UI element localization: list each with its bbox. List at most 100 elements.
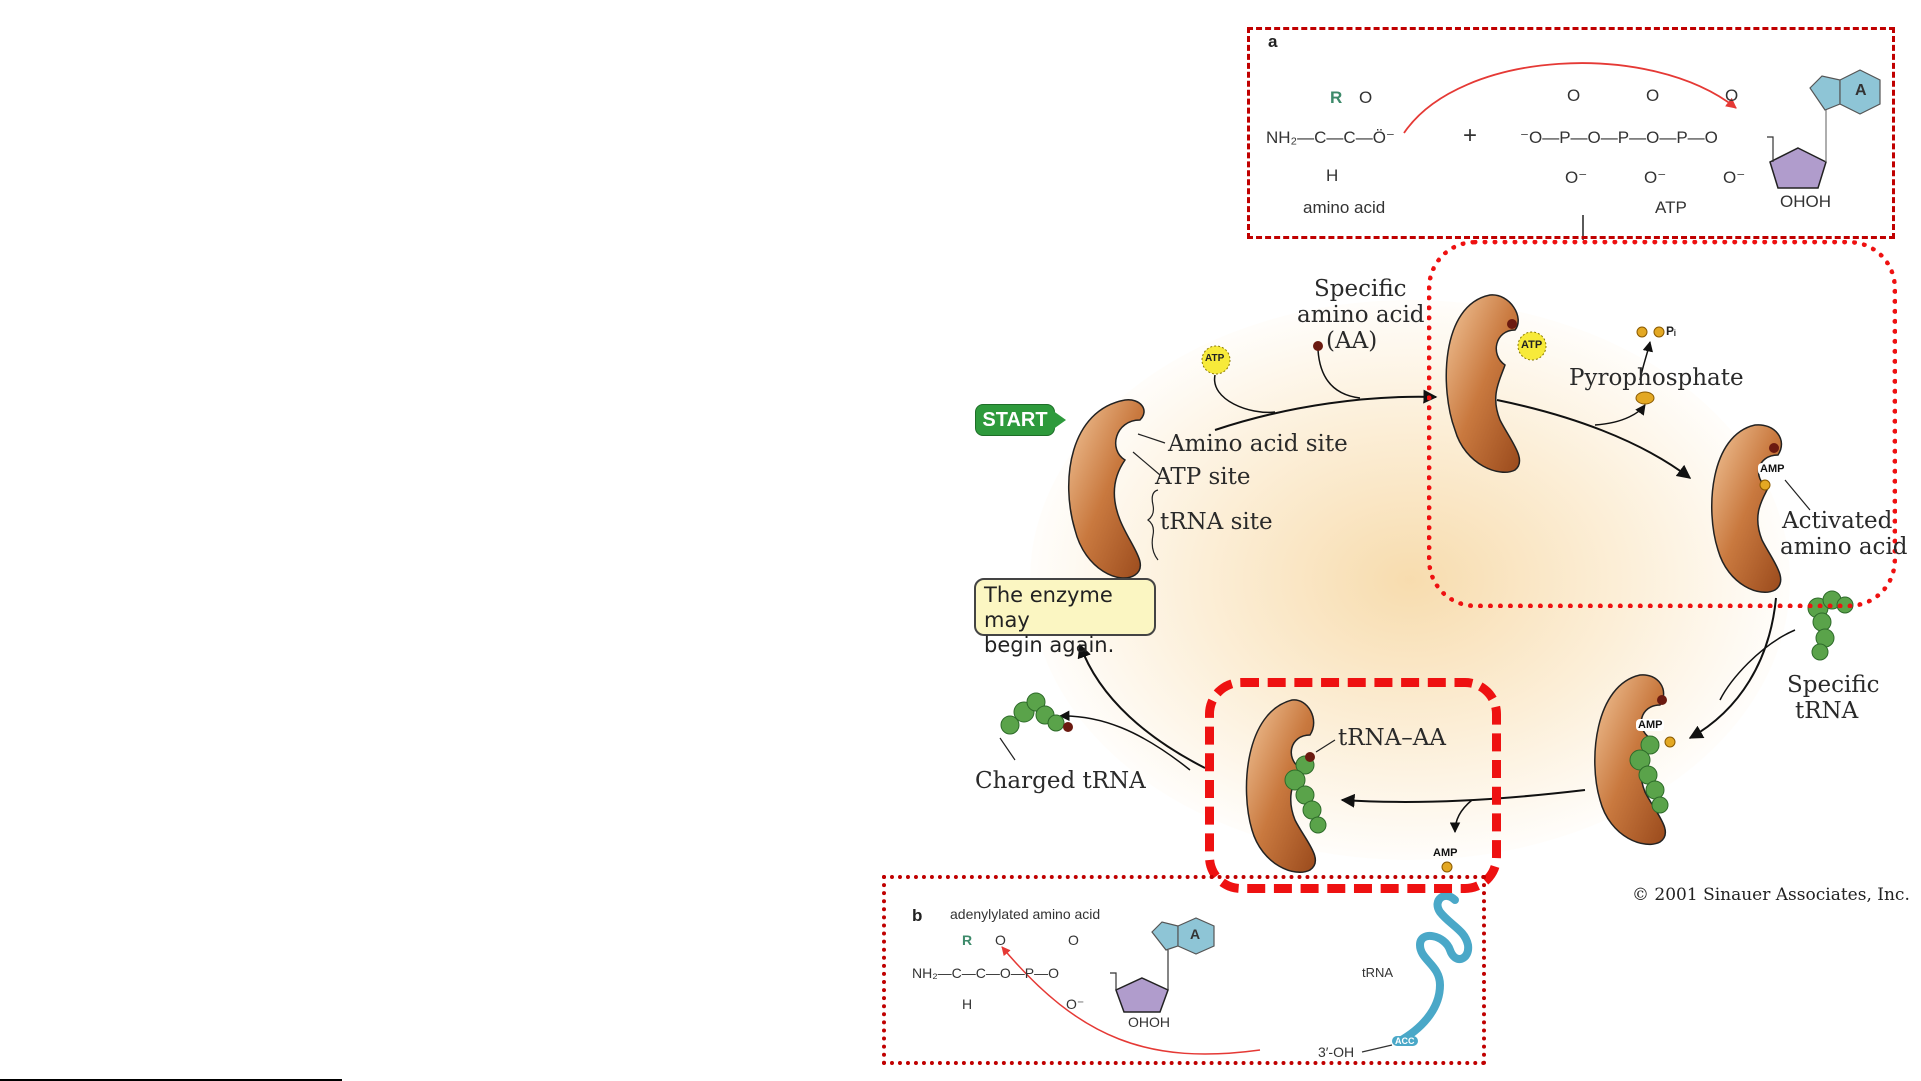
- start-arrow-icon: [1052, 410, 1066, 430]
- aa-dot-input: [1313, 341, 1323, 351]
- bound-atp-badge: ATP: [1521, 339, 1543, 351]
- panel-b-letter: b: [912, 906, 923, 925]
- panel-b-o-minus: O⁻: [1066, 996, 1085, 1012]
- arrow-transfer: [1340, 789, 1586, 808]
- copyright: © 2001 Sinauer Associates, Inc.: [1632, 885, 1910, 905]
- panel-b-highlight: [882, 875, 1486, 1065]
- panel-a-carbonyl-o: O: [1359, 88, 1373, 107]
- activated-label-2: amino acid: [1780, 534, 1908, 560]
- panel-b-attack-arrow: [1001, 946, 1261, 1055]
- panel-a-h: H: [1326, 166, 1339, 185]
- restart-note-line2: begin again.: [984, 633, 1115, 657]
- panel-b-sugar-oh: OHOH: [1128, 1014, 1170, 1030]
- aa-dot-charged: [1063, 722, 1073, 732]
- charged-trna: [1000, 692, 1065, 735]
- panel-a-amino-acid-caption: amino acid: [1303, 198, 1386, 217]
- pi-label: Pᵢ: [1666, 324, 1676, 338]
- panel-b-o-top-1: O: [995, 932, 1006, 948]
- arrow-start-to-binding: [1214, 389, 1438, 431]
- panel-a-atp-o-top-1: O: [1567, 86, 1581, 105]
- specific-trna-label-1: Specific: [1787, 672, 1880, 698]
- panel-a-adenine-label: A: [1855, 82, 1867, 99]
- panel-a-plus: +: [1463, 122, 1478, 149]
- panel-a-atp-o-top-2: O: [1646, 86, 1660, 105]
- trna-site-label: tRNA site: [1160, 509, 1273, 535]
- enzyme-trna-aa: [1245, 699, 1317, 874]
- panel-a-attack-arrow: [1403, 62, 1737, 134]
- aa-dot-trna-bound: [1657, 695, 1667, 705]
- arrow-charged-out: [1058, 710, 1191, 771]
- pyrophosphate-label: Pyrophosphate: [1569, 365, 1744, 391]
- amp-badge: AMP: [1758, 463, 1787, 475]
- atp-badge: ATP: [1205, 353, 1225, 364]
- amp-phosphate-dot: [1759, 479, 1771, 491]
- adenine-six-ring: [1177, 917, 1215, 955]
- enzyme-activated: [1711, 424, 1783, 594]
- amp-badge-2: AMP: [1636, 719, 1665, 731]
- transfer-step-highlight: [1205, 678, 1501, 893]
- amino-acid-site-label: Amino acid site: [1168, 431, 1348, 457]
- panel-a-atp-o-top-3: O: [1725, 86, 1739, 105]
- phosphate-dot: [1636, 326, 1648, 338]
- pyrophosphate-dot: [1635, 391, 1655, 405]
- charged-trna-label: Charged tRNA: [975, 768, 1146, 794]
- panel-b-o-top-2: O: [1068, 932, 1079, 948]
- panel-a-amino-acid-formula: NH₂—C—C—Ö⁻: [1266, 128, 1395, 147]
- arrow-ppi-out: [1594, 404, 1646, 426]
- panel-b-trna-label: tRNA: [1362, 965, 1394, 980]
- panel-a-atp-chain: ⁻O—P—O—P—O—P—O: [1520, 128, 1718, 147]
- panel-a-r-group: R: [1330, 88, 1343, 107]
- panel-b-formula: NH₂—C—C—O—P—O: [912, 965, 1059, 981]
- restart-note-line1: The enzyme may: [984, 583, 1113, 632]
- panel-a-atp-o-bottom-2: O⁻: [1644, 168, 1667, 187]
- panel-a-atp-o-bottom-1: O⁻: [1565, 168, 1588, 187]
- activation-step-highlight: [1427, 240, 1897, 608]
- ribose-icon: [1769, 147, 1827, 189]
- specific-trna-label-2: tRNA: [1795, 698, 1859, 724]
- panel-a-highlight: [1247, 27, 1895, 239]
- trna-aa-label: tRNA–AA: [1338, 725, 1447, 751]
- specific-aa-label-2: amino acid: [1297, 302, 1425, 328]
- cycle-background: [1030, 300, 1790, 860]
- enzyme-free: [1067, 399, 1145, 579]
- arrow-trna-in: [1719, 629, 1796, 701]
- panel-a-atp-o-bottom-3: O⁻: [1723, 168, 1746, 187]
- arrow-release: [1077, 643, 1206, 769]
- panel-a-letter: a: [1268, 32, 1278, 51]
- enzyme-atp-bound: [1445, 294, 1521, 474]
- panel-b-acc-label: ACC: [1392, 1036, 1418, 1046]
- atp-site-label: ATP site: [1155, 464, 1251, 490]
- atp-starburst-icon: [1517, 331, 1547, 361]
- specific-aa-label-3: (AA): [1326, 328, 1378, 354]
- panel-b-3oh-label: 3′-OH: [1318, 1044, 1355, 1060]
- arrow-aa-in: [1317, 349, 1361, 399]
- arrow-to-trna-binding: [1688, 597, 1777, 739]
- aa-dot-activated: [1769, 443, 1779, 453]
- panel-b-h: H: [962, 996, 973, 1012]
- amp-phosphate-dot: [1664, 736, 1676, 748]
- panel-a-sugar-oh: OHOH: [1780, 192, 1831, 211]
- trna-on-enzyme: [1629, 735, 1669, 814]
- panel-b-r-group: R: [962, 932, 973, 948]
- adenine-six-ring: [1839, 69, 1881, 115]
- specific-aa-label-1: Specific: [1314, 276, 1407, 302]
- footnote-rule: [0, 1079, 342, 1081]
- arrow-activation: [1496, 399, 1692, 479]
- trna-ribbon-icon: [1394, 891, 1473, 1046]
- activated-label-1: Activated: [1782, 508, 1893, 534]
- arrow-atp-in: [1214, 374, 1276, 414]
- ribose-icon: [1115, 977, 1169, 1013]
- restart-note: The enzyme may begin again.: [974, 578, 1156, 657]
- arrow-amp-out: [1449, 799, 1473, 834]
- phosphate-dot: [1653, 326, 1665, 338]
- panel-a-atp-caption: ATP: [1655, 198, 1687, 217]
- atp-starburst-icon: [1201, 345, 1231, 375]
- released-amp-label: AMP: [1433, 847, 1458, 859]
- amp-phosphate-dot: [1441, 861, 1453, 873]
- aa-dot-bound: [1507, 319, 1517, 329]
- panel-b-title: adenylylated amino acid: [950, 906, 1101, 922]
- start-badge: START: [975, 404, 1055, 436]
- aa-dot-trna-aa: [1305, 752, 1315, 762]
- arrow-pi-out: [1639, 340, 1653, 381]
